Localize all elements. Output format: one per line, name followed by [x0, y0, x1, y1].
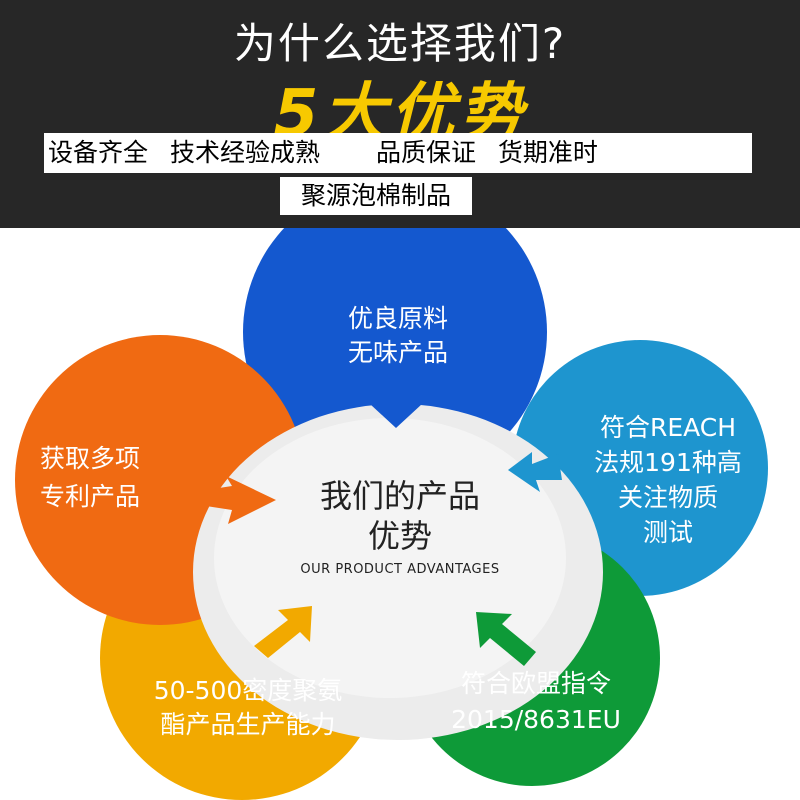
arrow-up-right-icon: [254, 606, 312, 658]
page-title: 为什么选择我们?: [233, 19, 567, 68]
tagline-item: 技术经验成熟: [169, 138, 320, 167]
advantages-diagram: [15, 228, 768, 800]
header-banner: 为什么选择我们? 5大优势 设备齐全 技术经验成熟 品质保证 货期准时 聚源泡棉…: [0, 0, 800, 228]
tagline-item: 货期准时: [497, 138, 598, 167]
arrow-left-icon: [508, 452, 562, 492]
tagline-item: 品质保证: [375, 138, 476, 167]
brand-strip: 聚源泡棉制品: [280, 177, 472, 215]
brand-name: 聚源泡棉制品: [300, 181, 451, 210]
tagline-strip: 设备齐全 技术经验成熟 品质保证 货期准时: [44, 133, 752, 173]
tagline-item: 设备齐全: [48, 138, 149, 167]
arrow-right-icon: [206, 476, 276, 524]
arrow-down-icon: [370, 380, 422, 428]
arrow-up-left-icon: [476, 612, 536, 666]
